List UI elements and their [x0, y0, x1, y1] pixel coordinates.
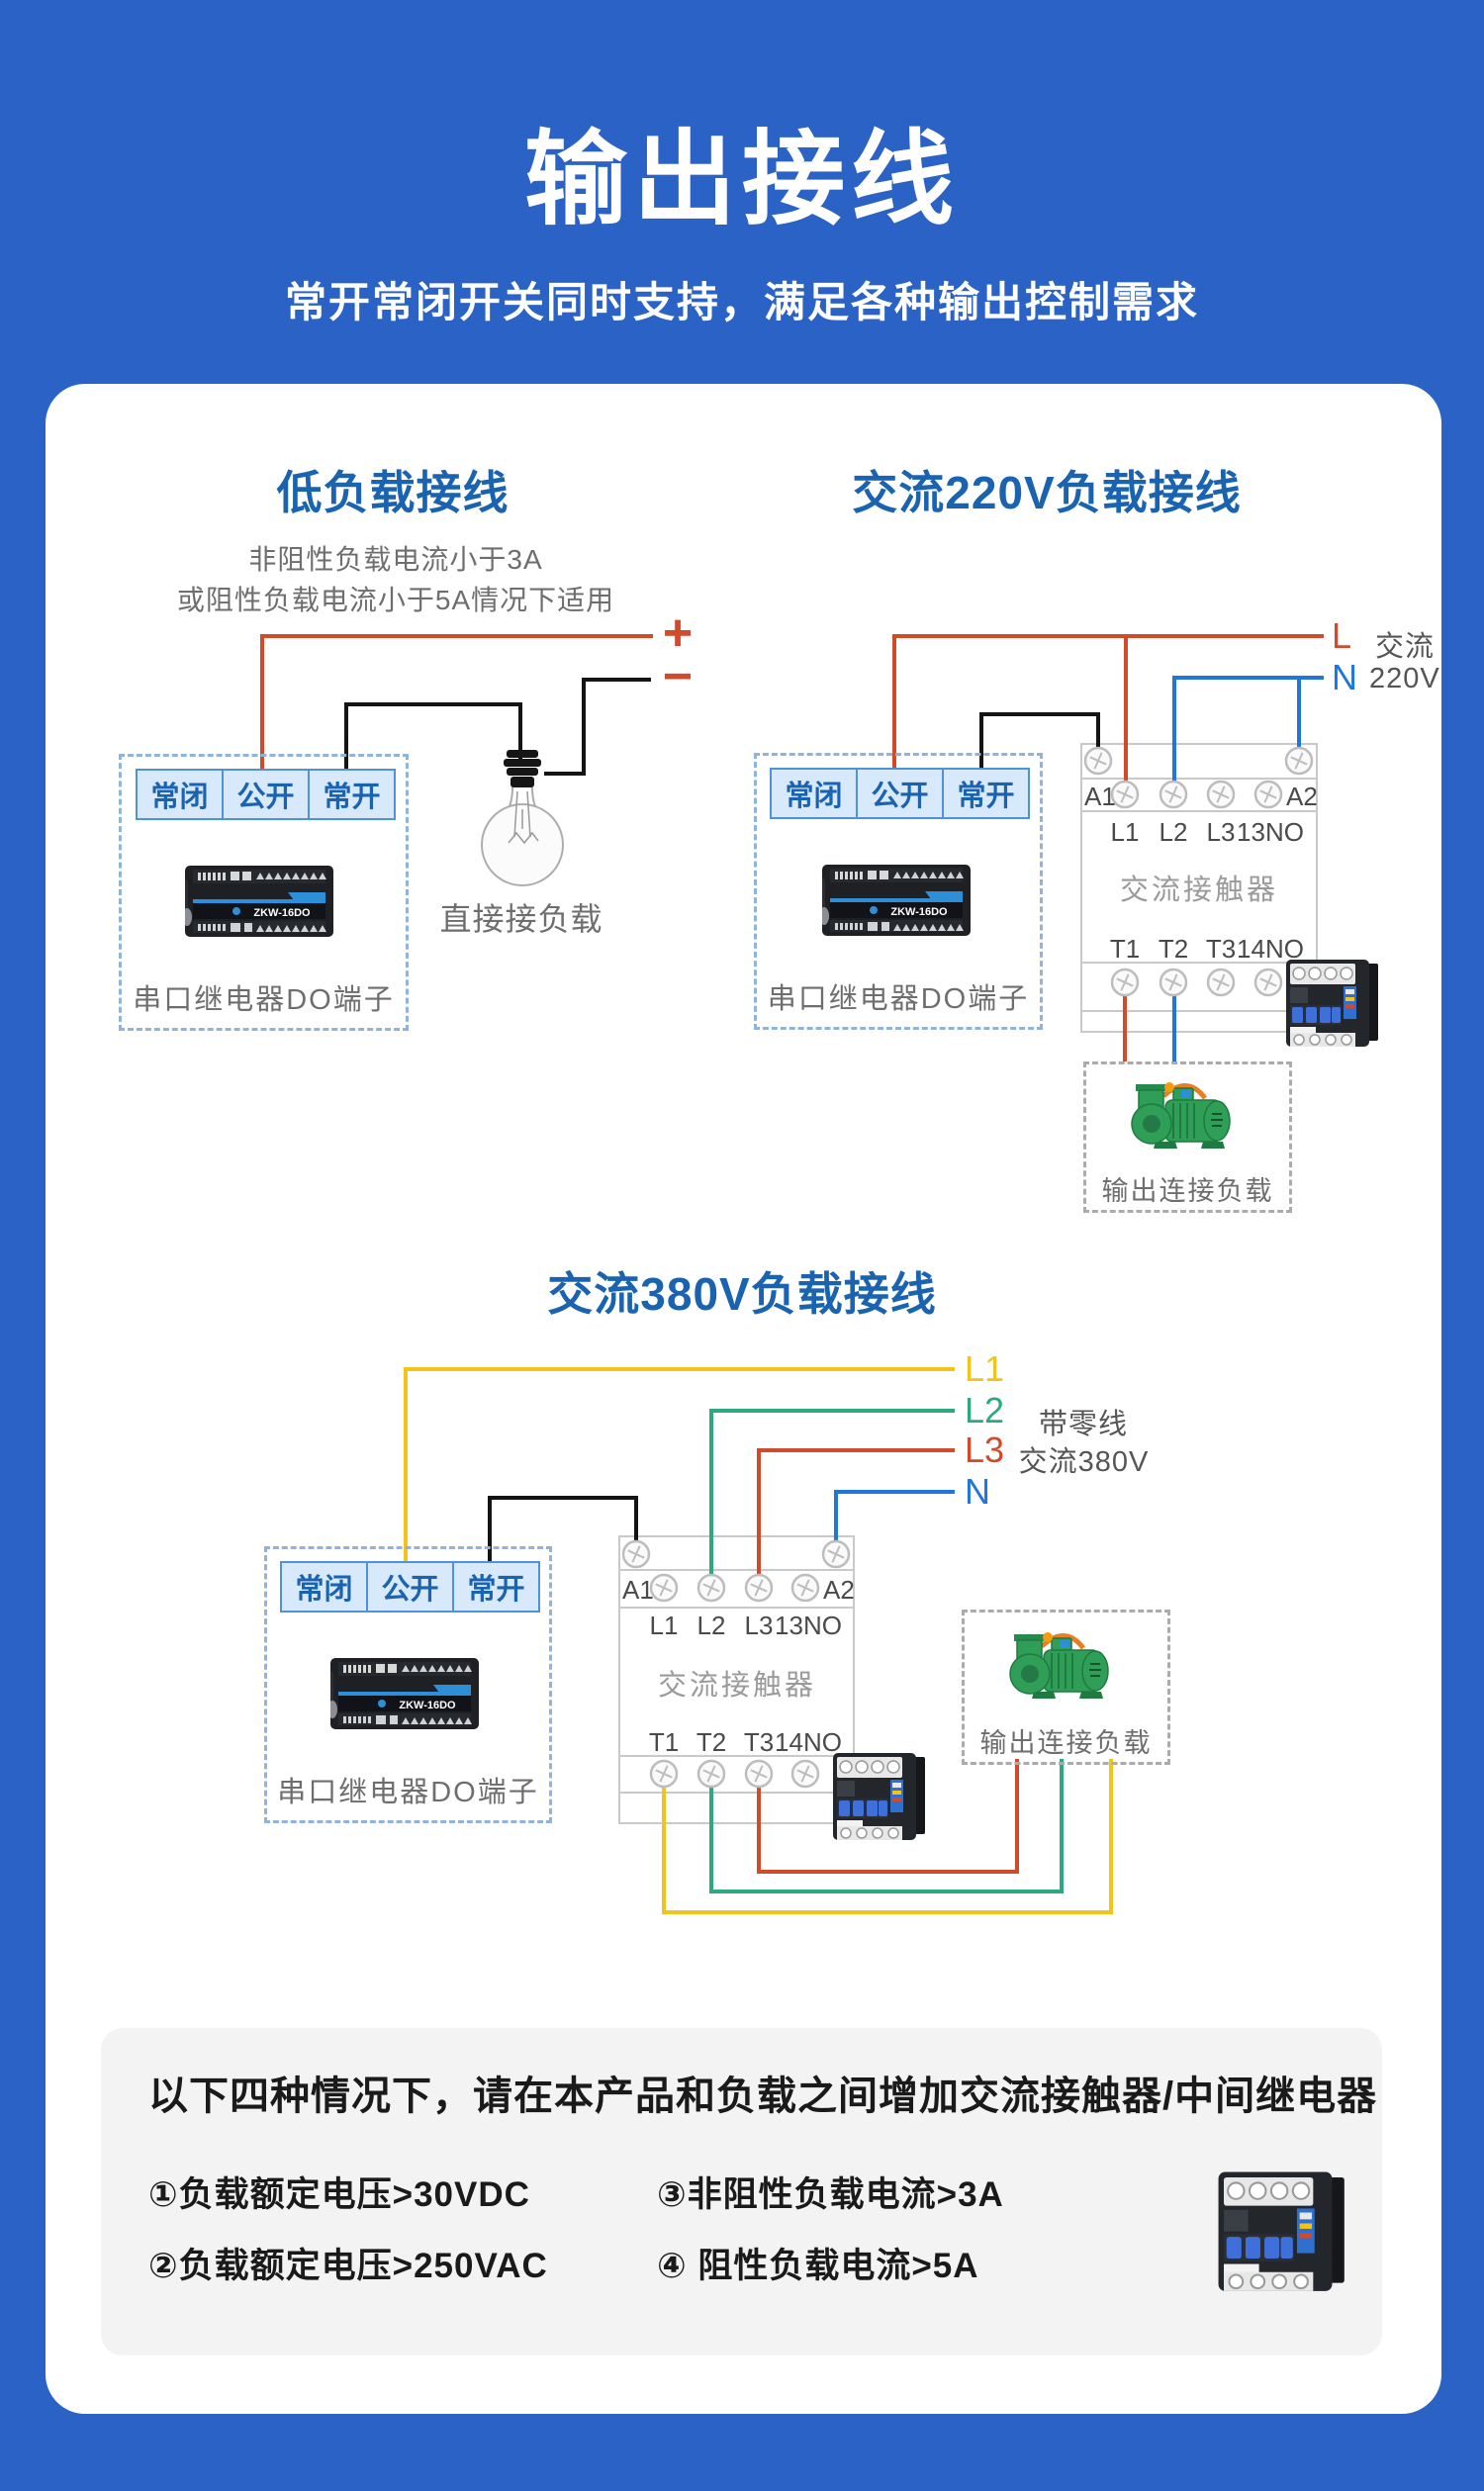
- note-neutral: 带零线: [1038, 1409, 1128, 1440]
- contactor-14NO: 14NO: [1237, 934, 1304, 964]
- supply-text-1: 交流: [1375, 631, 1436, 663]
- terminal-com: 公开: [366, 1563, 452, 1611]
- label-N380: N: [965, 1471, 990, 1512]
- contactor-T1: T1: [648, 1727, 680, 1757]
- label-L3: L3: [965, 1430, 1005, 1470]
- relay-box-label: 串口继电器DO端子: [133, 984, 395, 1016]
- ac380-title: 交流380V负载接线: [547, 1268, 937, 1320]
- low-load-desc1: 非阻性负载电流小于3A: [248, 544, 543, 575]
- relay-terminal-strip: 常闭 公开 常开: [770, 768, 1030, 819]
- contactor-L2: L2: [696, 1611, 726, 1640]
- contactor-T2: T2: [1158, 934, 1189, 964]
- contactor-name: 交流接触器: [657, 1670, 816, 1702]
- contactor-photo-notice: [1217, 2170, 1345, 2292]
- relay-box-220v: 常闭 公开 常开 串口继电器DO端子: [754, 753, 1043, 1030]
- relay-device-image: [330, 1658, 479, 1729]
- notice-panel: 以下四种情况下，请在本产品和负载之间增加交流接触器/中间继电器 ①负载额定电压>…: [101, 2028, 1382, 2355]
- contactor-T2: T2: [696, 1727, 727, 1757]
- contactor-a2: A2: [823, 1575, 855, 1605]
- relay-terminal-strip: 常闭 公开 常开: [280, 1561, 540, 1613]
- notice-heading: 以下四种情况下，请在本产品和负载之间增加交流接触器/中间继电器: [148, 2075, 1378, 2118]
- relay-box-380v: 常闭 公开 常开 串口继电器DO端子: [264, 1546, 552, 1823]
- load-box-220v: 输出连接负载: [1083, 1061, 1292, 1213]
- load-box-label: 输出连接负载: [979, 1728, 1153, 1758]
- plus-sign: +: [662, 604, 694, 662]
- terminal-no: 常开: [452, 1563, 538, 1611]
- supply-text-2: 220V: [1369, 663, 1440, 694]
- low-load-title: 低负载接线: [276, 467, 510, 518]
- notice-item-1: ①负载额定电压>30VDC: [148, 2175, 530, 2214]
- pump-image: [1130, 1072, 1244, 1152]
- contactor-L1: L1: [649, 1611, 679, 1640]
- terminal-no: 常开: [942, 770, 1028, 817]
- page-title: 输出接线: [523, 123, 960, 237]
- contactor-name: 交流接触器: [1119, 875, 1278, 906]
- minus-sign: −: [662, 648, 694, 705]
- notice-item-3: ③非阻性负载电流>3A: [657, 2175, 1004, 2214]
- contactor-14NO: 14NO: [775, 1727, 842, 1757]
- note-voltage: 交流380V: [1018, 1446, 1150, 1478]
- contactor-L3: L3: [744, 1611, 774, 1640]
- label-L1: L1: [965, 1348, 1005, 1389]
- terminal-com: 公开: [222, 771, 308, 818]
- relay-device-image: [822, 865, 971, 936]
- label-N: N: [1332, 657, 1357, 697]
- notice-item-2: ②负载额定电压>250VAC: [148, 2247, 548, 2285]
- ac220-title: 交流220V负载接线: [852, 467, 1242, 518]
- terminal-no: 常开: [308, 771, 394, 818]
- pump-image: [1008, 1622, 1122, 1702]
- contactor-T1: T1: [1109, 934, 1141, 964]
- contactor-13NO: 13NO: [775, 1611, 842, 1640]
- contactor-L3: L3: [1206, 817, 1236, 847]
- notice-item-4: ④ 阻性负载电流>5A: [657, 2247, 979, 2285]
- contactor-a2: A2: [1286, 782, 1318, 811]
- low-load-desc2: 或阻性负载电流小于5A情况下适用: [176, 585, 615, 615]
- relay-box-label: 串口继电器DO端子: [277, 1777, 539, 1808]
- page-subtitle: 常开常闭开关同时支持，满足各种输出控制需求: [284, 279, 1199, 325]
- label-L2: L2: [965, 1390, 1005, 1430]
- contactor-a1: A1: [1084, 782, 1116, 811]
- contactor-T3: T3: [743, 1727, 775, 1757]
- contactor-a1: A1: [622, 1575, 654, 1605]
- terminal-nc: 常闭: [785, 781, 843, 812]
- load-box-label: 输出连接负载: [1101, 1176, 1274, 1206]
- contactor-L1: L1: [1110, 817, 1140, 847]
- relay-box-low-load: 常闭 公开 常开 串口继电器DO端子: [119, 754, 409, 1031]
- contactor-T3: T3: [1205, 934, 1237, 964]
- contactor-13NO: 13NO: [1237, 817, 1304, 847]
- terminal-nc: 常闭: [295, 1574, 353, 1606]
- terminal-com: 公开: [856, 770, 942, 817]
- relay-box-label: 串口继电器DO端子: [767, 983, 1030, 1015]
- relay-terminal-strip: 常闭 公开 常开: [136, 769, 396, 820]
- label-L: L: [1332, 615, 1352, 656]
- relay-device-image: [185, 866, 333, 937]
- bulb-label: 直接接负载: [439, 901, 603, 937]
- load-box-380v: 输出连接负载: [962, 1610, 1170, 1765]
- terminal-nc: 常闭: [150, 782, 209, 813]
- contactor-L2: L2: [1159, 817, 1188, 847]
